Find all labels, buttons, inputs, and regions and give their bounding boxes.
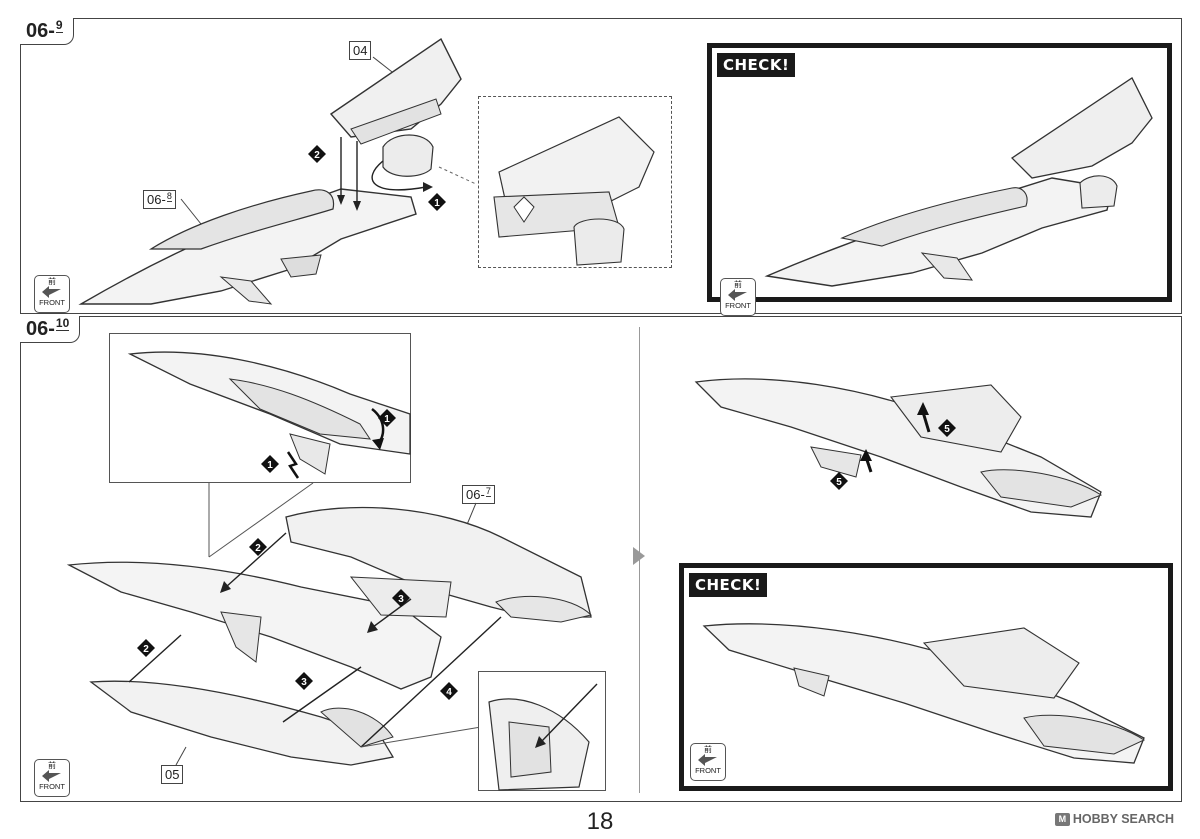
detail-illustration [488,683,598,791]
front-arrow-icon [42,286,61,298]
front-badge: 前 FRONT [34,275,70,313]
front-badge: 前 FRONT [34,759,70,797]
part-label-04: 04 [349,41,372,60]
svg-text:3: 3 [301,677,307,688]
page-number: 18 [586,808,614,835]
step-number-icon: 4 [440,682,458,700]
completed-fuselage-illustration [764,77,1153,287]
svg-text:1: 1 [434,198,440,209]
step-number-icon: 1 [428,193,446,211]
step-number-icon: 1 [261,455,279,473]
check-box-06-9: CHECK! 前 FRONT [707,43,1172,316]
step-06-9-panel: 06-9 04 06-8 2 [20,18,1182,316]
detail-inset [478,671,606,791]
check-box-06-10: CHECK! 前 FRONT [679,563,1173,791]
front-badge: 前 FRONT [720,278,756,316]
part-label-06-8: 06-8 [143,190,176,209]
svg-text:1: 1 [267,460,273,471]
step-06-10-label: 06-10 [20,316,81,343]
next-arrow-icon [633,547,645,565]
zoom-illustration [127,351,411,479]
svg-text:1: 1 [384,414,390,425]
step-number-icon: 2 [308,145,326,163]
completed-assembly-illustration [702,623,1146,764]
result-illustration [694,378,1103,518]
step-06-9-label: 06-9 [20,18,74,45]
svg-text:2: 2 [143,644,149,655]
front-arrow-icon [42,770,61,782]
svg-text:5: 5 [836,477,842,488]
front-arrow-icon [728,289,747,301]
check-label: CHECK! [689,573,768,597]
step-number-icon: 2 [249,538,267,556]
svg-text:2: 2 [255,543,261,554]
detail-illustration [493,116,655,266]
front-badge: 前 FRONT [690,743,726,781]
step-number-icon: 1 [378,409,396,427]
part-label-06-7: 06-7 [462,485,495,504]
step-number-icon: 3 [392,589,410,607]
step-number-icon: 3 [295,672,313,690]
detail-inset [478,96,672,268]
watermark-logo-icon: M [1054,812,1070,826]
part-label-05: 05 [161,765,184,784]
svg-text:3: 3 [398,594,404,605]
svg-text:2: 2 [314,150,320,161]
svg-text:4: 4 [446,687,452,698]
step-number-icon: 5 [830,472,848,490]
zoom-callout-lines [208,482,314,558]
front-arrow-icon [698,754,717,766]
step-06-10-panel: 06-10 1 1 06-7 05 [20,316,1182,802]
step-number-icon: 2 [137,639,155,657]
check-label: CHECK! [717,53,796,77]
watermark: M HOBBY SEARCH [1054,812,1174,826]
fuselage-illustration [78,37,477,305]
step-number-icon: 5 [938,419,956,437]
svg-text:5: 5 [944,424,950,435]
zoom-inset [109,333,411,483]
assembly-illustration [66,502,592,766]
